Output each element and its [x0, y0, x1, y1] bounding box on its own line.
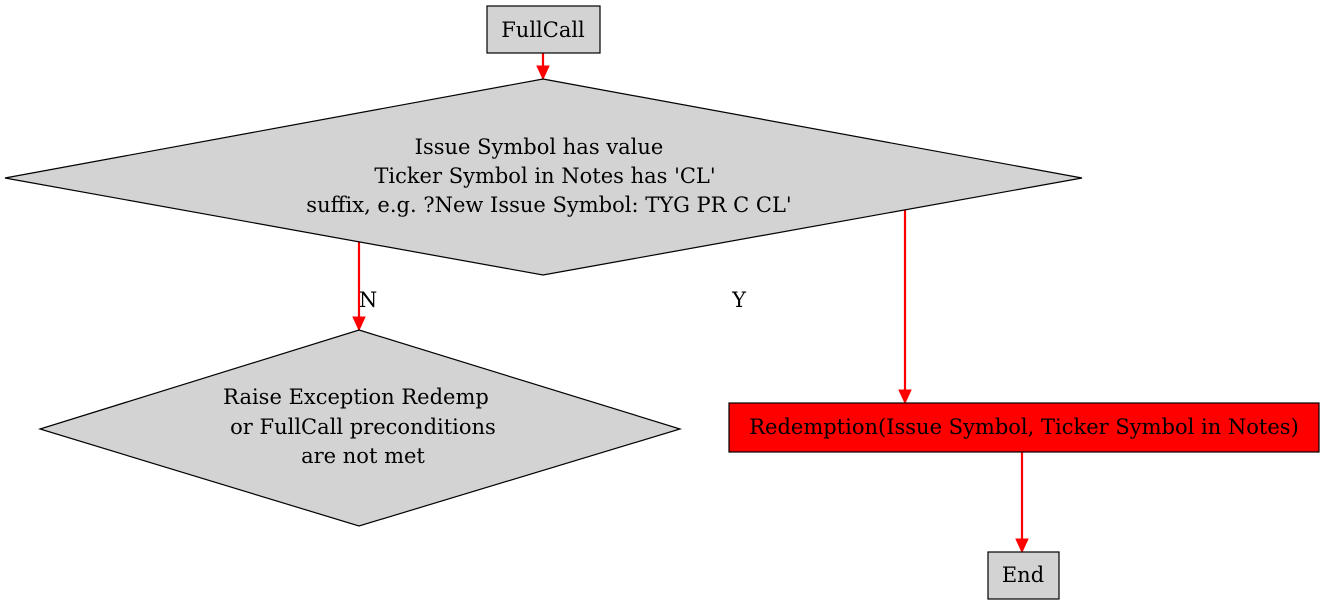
end-node: End — [987, 551, 1060, 600]
start-node-label: FullCall — [501, 18, 585, 42]
edge-start-to-decision — [536, 53, 550, 81]
decision-node-diamond — [4, 78, 1083, 276]
decision-line-3: suffix, e.g. ?New Issue Symbol: TYG PR C… — [306, 193, 791, 217]
edge-decision-to-exception — [352, 240, 366, 332]
edge-label-yes: Y — [731, 288, 747, 312]
decision-line-1: Issue Symbol has value — [415, 135, 664, 159]
exception-node-diamond — [37, 329, 683, 527]
end-node-label: End — [1002, 563, 1044, 587]
decision-line-2: Ticker Symbol in Notes has 'CL' — [374, 164, 715, 188]
exception-line-2: or FullCall preconditions — [230, 415, 496, 439]
exception-line-3: are not met — [301, 444, 425, 468]
redemption-node: Redemption(Issue Symbol, Ticker Symbol i… — [728, 402, 1320, 453]
redemption-node-label: Redemption(Issue Symbol, Ticker Symbol i… — [749, 415, 1299, 439]
redemption-node-box — [728, 402, 1320, 453]
edge-label-no: N — [359, 288, 377, 312]
exception-node: Raise Exception Redemp or FullCall preco… — [37, 329, 683, 527]
end-node-box — [987, 551, 1060, 600]
start-node: FullCall — [486, 5, 601, 54]
start-node-box — [486, 5, 601, 54]
decision-node: Issue Symbol has value Ticker Symbol in … — [4, 78, 1083, 276]
edge-redemption-to-end — [1015, 452, 1029, 554]
edge-decision-to-redemption — [898, 210, 912, 405]
exception-line-1: Raise Exception Redemp — [223, 385, 489, 409]
